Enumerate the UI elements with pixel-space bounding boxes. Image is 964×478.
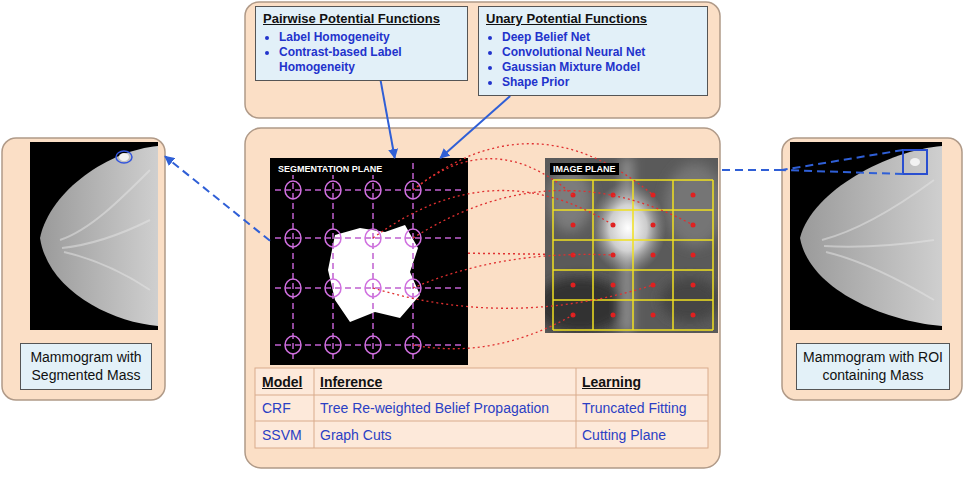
box-heading: Unary Potential Functions (486, 11, 701, 28)
bullet-list: Deep Belief NetConvolutional Neural NetG… (486, 30, 701, 90)
connector (381, 81, 395, 158)
label-variable (325, 336, 341, 354)
pixel-site (691, 193, 696, 198)
label-variable (285, 229, 301, 247)
mass (910, 158, 920, 166)
top-panel (245, 2, 720, 118)
bullet-item: Convolutional Neural Net (502, 45, 701, 60)
pixel-site (571, 283, 576, 288)
correspondence-line (413, 315, 573, 349)
pixel-site (611, 283, 616, 288)
grid-line (275, 163, 463, 360)
table-cell: Graph Cuts (320, 421, 574, 448)
tissue-fibres (60, 170, 150, 290)
caption-box: Mammogram with Segmented Mass (20, 343, 152, 390)
table-header: Inference (320, 368, 572, 395)
mass-outline (116, 151, 132, 163)
bullet-list: Label HomogeneityContrast-based Label Ho… (263, 30, 461, 75)
label-variables (285, 181, 421, 354)
segmented-mass (328, 225, 420, 322)
correspondence-line (373, 285, 653, 308)
label-variable (285, 336, 301, 354)
mammogram-ground (30, 142, 158, 330)
connector (468, 253, 545, 254)
box-heading: Pairwise Potential Functions (263, 11, 461, 28)
table-rule (255, 368, 708, 448)
pixel-site (571, 223, 576, 228)
potential-box: Unary Potential FunctionsDeep Belief Net… (478, 6, 708, 96)
bullet-item: Shape Prior (502, 75, 701, 90)
caption-box: Mammogram with ROI containing Mass (796, 343, 950, 390)
image-plane: IMAGE PLANE (545, 158, 718, 333)
mass (119, 153, 129, 161)
method-table (255, 368, 708, 448)
pixel-site (651, 283, 656, 288)
label-variable (365, 336, 381, 354)
table-cell: Truncated Fitting (582, 395, 706, 421)
pixel-grid (553, 180, 713, 330)
center-panel (245, 128, 720, 468)
bullet-item: Deep Belief Net (502, 30, 701, 45)
plane-title: IMAGE PLANE (550, 163, 619, 175)
table-cell: Tree Re-weighted Belief Propagation (320, 395, 574, 421)
correspondence-line (413, 159, 573, 195)
potential-box: Pairwise Potential FunctionsLabel Homoge… (255, 6, 468, 81)
roi-box (903, 150, 927, 174)
table-cell: SSVM (262, 421, 312, 448)
label-variable (325, 279, 341, 297)
right-panel (782, 138, 962, 400)
label-variable (365, 181, 381, 199)
mammogram-panel: Mammogram with ROI containing Mass (782, 138, 962, 400)
label-variable (325, 229, 341, 247)
correspondence-line (373, 190, 613, 238)
panel-caption: Mammogram with Segmented Mass (25, 349, 147, 384)
table-header: Learning (582, 368, 706, 395)
pixel-site (611, 313, 616, 318)
pixel-site (571, 193, 576, 198)
segmentation-ground (270, 158, 468, 365)
pixel-site (691, 253, 696, 258)
pixel-site (651, 313, 656, 318)
mammogram-ground (790, 142, 942, 330)
bullet-item: Label Homogeneity (279, 30, 461, 45)
left-panel (2, 138, 165, 400)
connector (440, 96, 510, 158)
mammogram-panel: Mammogram with Segmented Mass (2, 138, 165, 400)
label-variable (285, 181, 301, 199)
mass-intensity (590, 182, 666, 274)
bullet-item: Gaussian Mixture Model (502, 60, 701, 75)
pixel-site (691, 313, 696, 318)
label-variable (285, 279, 301, 297)
pixel-site (651, 223, 656, 228)
connector (718, 169, 782, 171)
pixel-site (611, 193, 616, 198)
table-header: Model (262, 368, 312, 395)
connector (165, 156, 270, 240)
label-variable (325, 181, 341, 199)
table-cell: CRF (262, 395, 312, 421)
panel-caption: Mammogram with ROI containing Mass (801, 349, 945, 384)
grey-region (548, 168, 592, 232)
pixel-site (611, 253, 616, 258)
roi-leader (782, 150, 903, 174)
tissue-fibres (822, 180, 934, 300)
segmentation-plane: SEGMENTATION PLANE (270, 158, 468, 365)
correspondence-line (413, 190, 693, 238)
pixel-site (691, 283, 696, 288)
table-cell: Cutting Plane (582, 421, 706, 448)
image-texture (545, 158, 718, 333)
correspondence-line (413, 254, 613, 288)
bullet-item: Contrast-based Label Homogeneity (279, 45, 461, 75)
pixel-site (651, 253, 656, 258)
correspondence-lines (373, 144, 693, 349)
breast-tissue (40, 146, 158, 326)
plane-title: SEGMENTATION PLANE (275, 163, 385, 175)
